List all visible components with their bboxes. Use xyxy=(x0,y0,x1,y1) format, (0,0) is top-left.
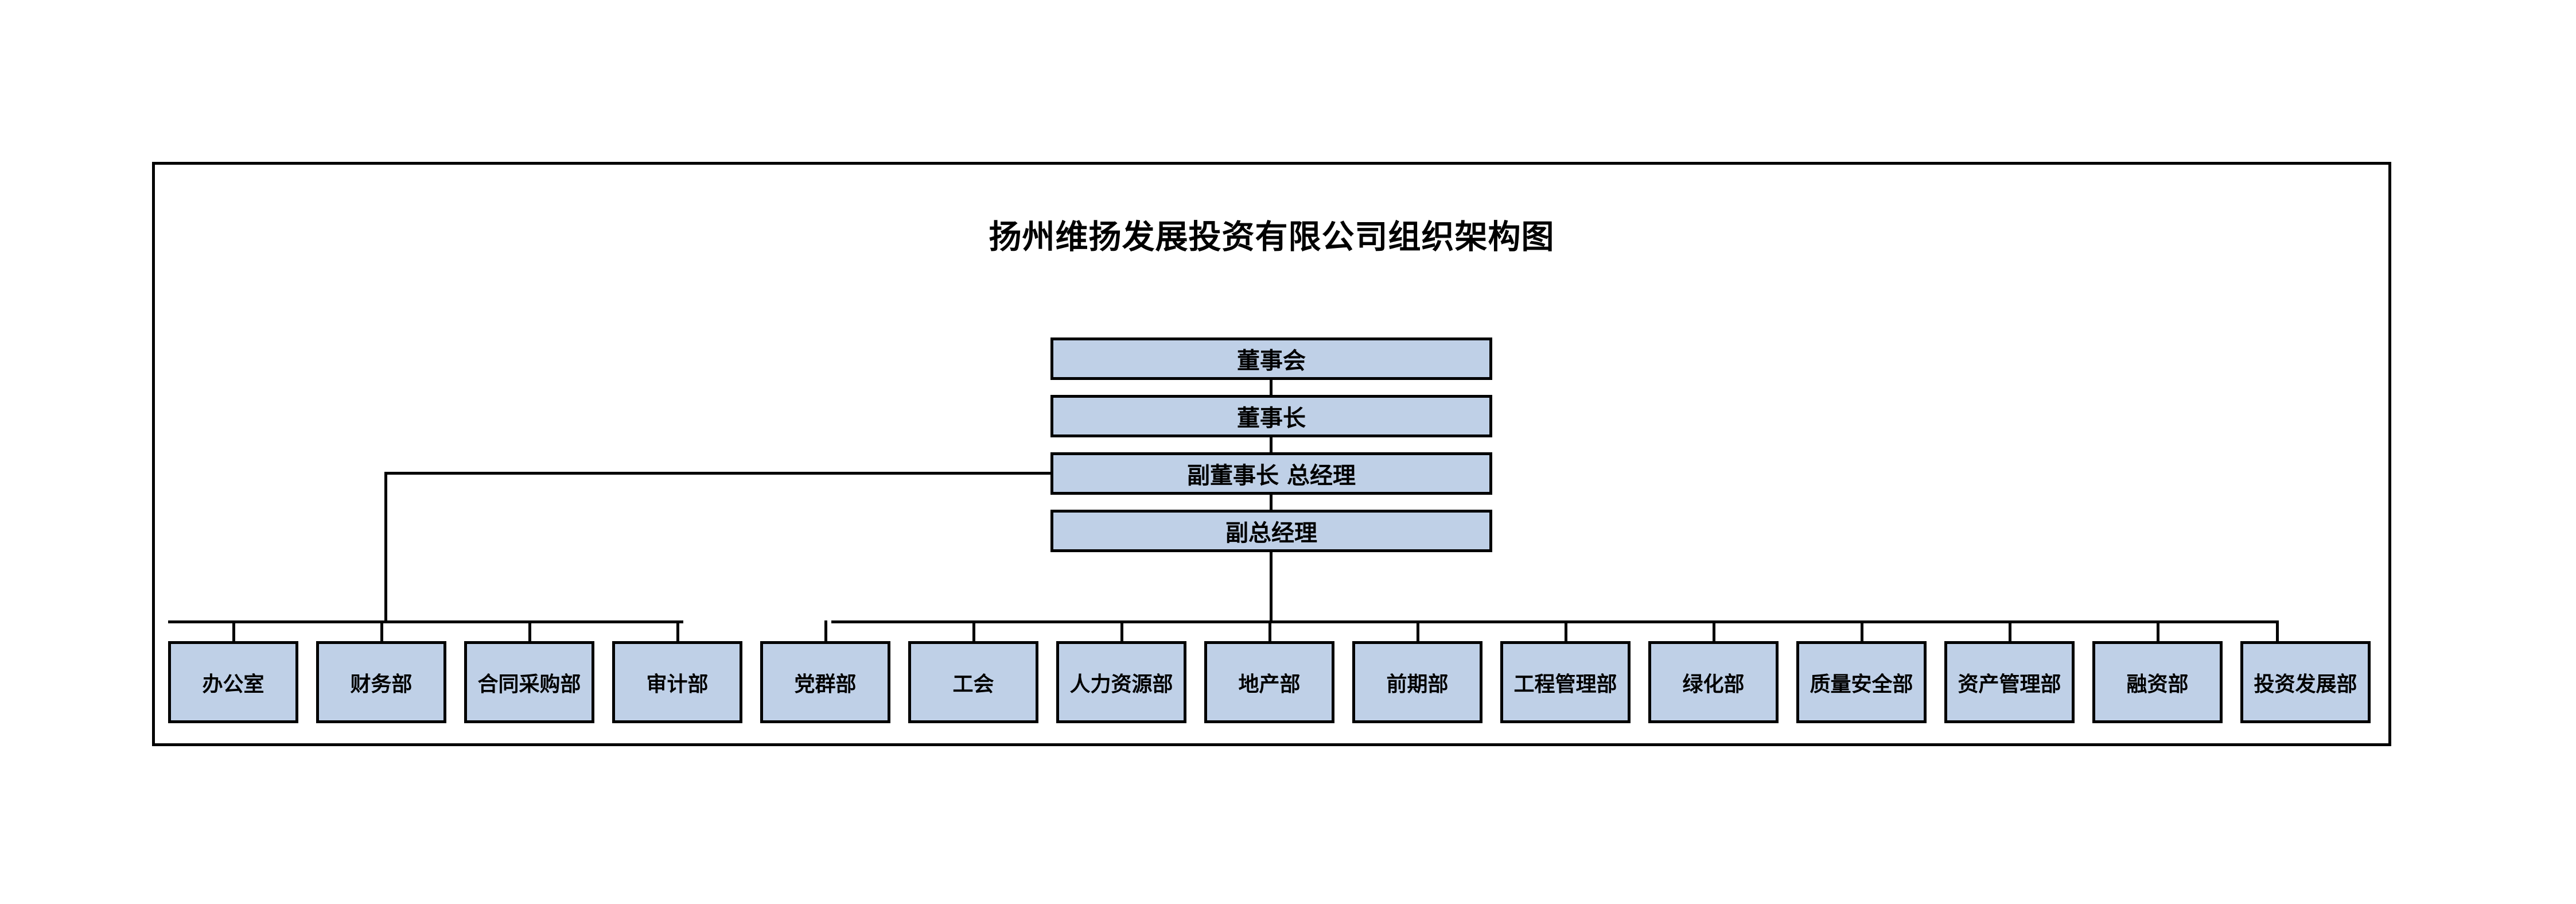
connector-vice-chairman-left-branch-horizontal xyxy=(384,472,1050,475)
node-department-financing[interactable]: 融资部 xyxy=(2092,641,2223,723)
node-department-real-estate[interactable]: 地产部 xyxy=(1204,641,1334,723)
connector-stub-dept-12 xyxy=(1861,620,1863,641)
connector-stub-dept-1 xyxy=(232,620,235,641)
node-department-human-resources[interactable]: 人力资源部 xyxy=(1056,641,1186,723)
connector-stub-dept-11 xyxy=(1713,620,1715,641)
connector-stub-dept-14 xyxy=(2157,620,2159,641)
connector-stub-dept-10 xyxy=(1565,620,1567,641)
connector-deputy-gm-drop xyxy=(1270,552,1273,620)
connector-bus-right-group xyxy=(831,620,2276,623)
connector-stub-dept-7 xyxy=(1120,620,1123,641)
connector-stub-dept-2 xyxy=(380,620,383,641)
node-board-of-directors[interactable]: 董事会 xyxy=(1050,337,1492,380)
connector-stub-dept-6 xyxy=(972,620,975,641)
node-department-asset-management[interactable]: 资产管理部 xyxy=(1944,641,2075,723)
node-department-office[interactable]: 办公室 xyxy=(168,641,298,723)
node-department-contract-procurement[interactable]: 合同采购部 xyxy=(464,641,594,723)
node-department-greening[interactable]: 绿化部 xyxy=(1648,641,1779,723)
connector-stub-dept-5 xyxy=(824,620,827,641)
node-department-finance[interactable]: 财务部 xyxy=(316,641,446,723)
connector-stub-dept-13 xyxy=(2009,620,2011,641)
connector-stub-dept-4 xyxy=(676,620,679,641)
node-vice-chairman-general-manager[interactable]: 副董事长 总经理 xyxy=(1050,452,1492,495)
page-title: 扬州维扬发展投资有限公司组织架构图 xyxy=(989,218,1555,256)
node-department-preliminary-stage[interactable]: 前期部 xyxy=(1352,641,1482,723)
connector-vice-chairman-to-deputy-gm xyxy=(1270,495,1273,510)
node-department-investment-development[interactable]: 投资发展部 xyxy=(2240,641,2371,723)
connector-stub-dept-8 xyxy=(1268,620,1271,641)
node-department-engineering-management[interactable]: 工程管理部 xyxy=(1500,641,1631,723)
connector-vice-chairman-left-branch-drop xyxy=(384,472,387,620)
org-chart-frame: 扬州维扬发展投资有限公司组织架构图 董事会 董事长 副董事长 总经理 副总经理 xyxy=(152,162,2391,746)
connector-board-to-chairman xyxy=(1270,380,1273,395)
connector-stub-dept-15 xyxy=(2276,620,2279,641)
connector-stub-dept-9 xyxy=(1417,620,1419,641)
node-department-quality-safety[interactable]: 质量安全部 xyxy=(1796,641,1927,723)
connector-bus-left-group xyxy=(168,620,683,623)
node-department-labor-union[interactable]: 工会 xyxy=(908,641,1038,723)
node-department-audit[interactable]: 审计部 xyxy=(612,641,742,723)
node-department-party-mass-work[interactable]: 党群部 xyxy=(760,641,890,723)
connector-stub-dept-3 xyxy=(528,620,531,641)
node-deputy-general-manager[interactable]: 副总经理 xyxy=(1050,510,1492,552)
node-chairman[interactable]: 董事长 xyxy=(1050,395,1492,437)
connector-chairman-to-vice-chairman xyxy=(1270,437,1273,452)
